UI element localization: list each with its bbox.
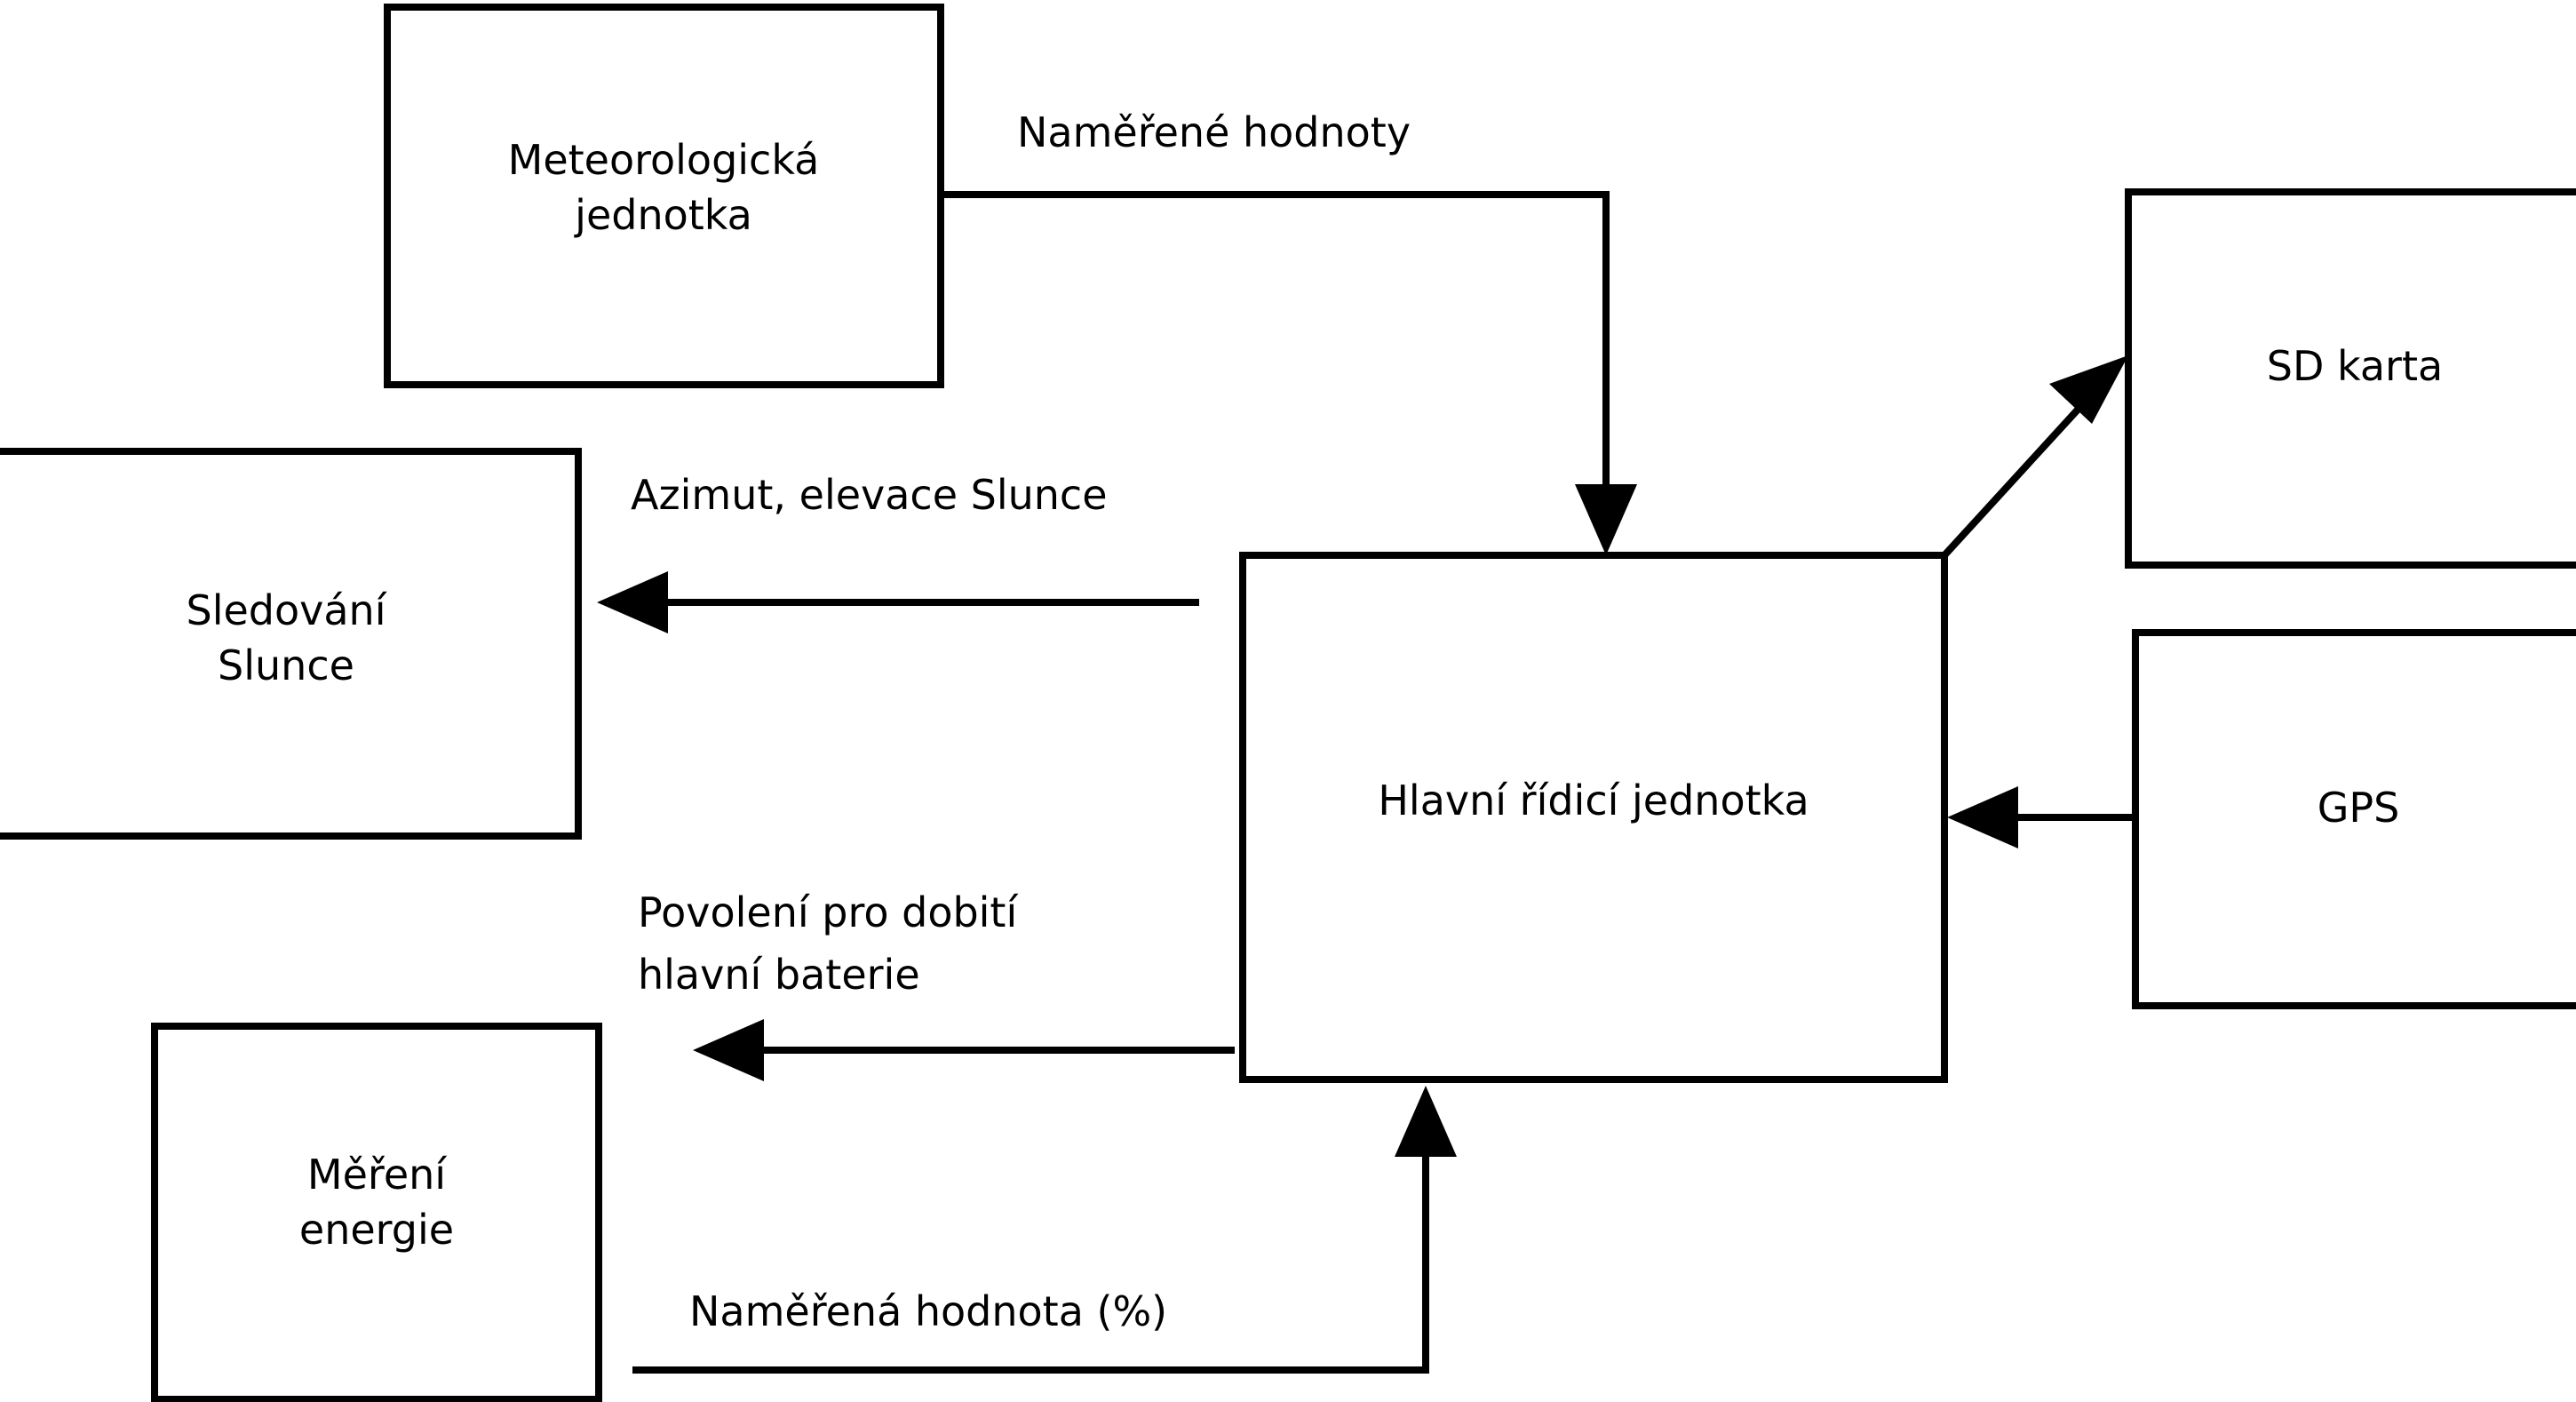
edge-main-to-sd-card	[1942, 355, 2128, 558]
node-meteorologicka-jednotka-label-line2: jednotka	[574, 191, 752, 239]
node-gps[interactable]: GPS	[2132, 629, 2576, 1009]
edge-main-to-energy-arrowhead	[693, 1019, 764, 1081]
node-sd-karta-label-line1: SD karta	[2267, 342, 2443, 390]
edge-energy-to-main-arrowhead	[1395, 1086, 1457, 1157]
edge-main-to-energy-label-line2: hlavní baterie	[638, 951, 920, 999]
edge-main-to-sun-tracking: Azimut, elevace Slunce	[597, 471, 1199, 633]
edge-gps-to-main-arrowhead	[1947, 786, 2018, 848]
edge-meteo-to-main-label: Naměřené hodnoty	[1017, 108, 1411, 156]
edge-main-to-sun-tracking-arrowhead	[597, 571, 668, 633]
node-mereni-energie-label-line2: energie	[299, 1206, 454, 1254]
node-gps-label-line1: GPS	[2318, 784, 2400, 832]
edge-meteo-to-main-arrowhead	[1575, 484, 1637, 555]
node-mereni-energie[interactable]: Měření energie	[151, 1023, 602, 1402]
node-sd-karta-box	[2125, 188, 2576, 569]
node-hlavni-ridici-jednotka-label-line1: Hlavní řídicí jednotka	[1378, 777, 1809, 824]
edge-main-to-energy: Povolení pro dobití hlavní baterie	[638, 888, 1235, 1081]
node-sledovani-slunce[interactable]: Sledování Slunce	[0, 448, 582, 840]
edge-main-to-sd-card-line	[1942, 406, 2081, 558]
edge-gps-to-main	[1947, 786, 2135, 848]
node-mereni-energie-box	[151, 1023, 602, 1402]
edge-main-to-sun-tracking-label: Azimut, elevace Slunce	[631, 471, 1108, 519]
edge-energy-to-main-label: Naměřená hodnota (%)	[689, 1287, 1167, 1335]
node-sd-karta[interactable]: SD karta	[2125, 188, 2576, 569]
node-meteorologicka-jednotka-box	[384, 4, 944, 388]
edge-main-to-sd-card-arrowhead	[2049, 355, 2128, 424]
node-hlavni-ridici-jednotka-box	[1239, 552, 1948, 1083]
edge-energy-to-main-line	[632, 1155, 1429, 1374]
edge-energy-to-main: Naměřená hodnota (%)	[632, 1086, 1457, 1374]
node-sledovani-slunce-box	[0, 448, 582, 840]
node-meteorologicka-jednotka[interactable]: Meteorologická jednotka	[384, 4, 944, 388]
node-hlavni-ridici-jednotka[interactable]: Hlavní řídicí jednotka	[1239, 552, 1948, 1083]
node-mereni-energie-label-line1: Měření	[307, 1151, 447, 1199]
node-gps-box	[2132, 629, 2576, 1009]
node-sledovani-slunce-label-line1: Sledování	[187, 586, 387, 634]
edge-meteo-to-main-line	[941, 191, 1610, 493]
edge-main-to-energy-label-line1: Povolení pro dobití	[638, 888, 1018, 936]
edge-meteo-to-main: Naměřené hodnoty	[941, 108, 1637, 555]
node-meteorologicka-jednotka-label-line1: Meteorologická	[508, 136, 820, 184]
node-sledovani-slunce-label-line2: Slunce	[218, 641, 354, 689]
